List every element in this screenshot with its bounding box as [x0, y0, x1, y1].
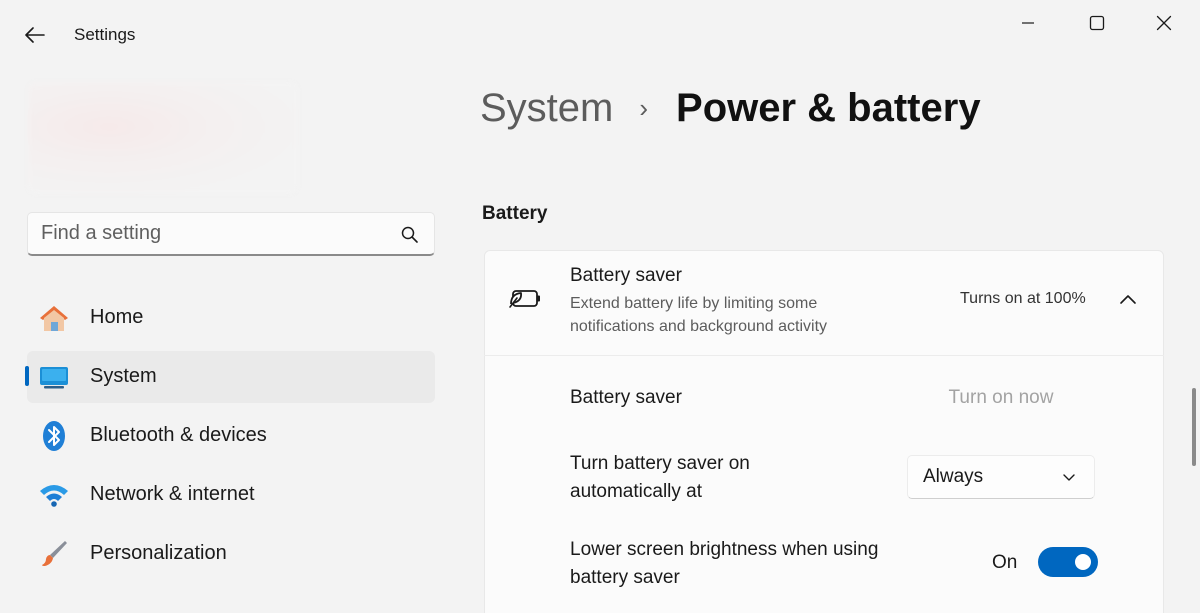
paintbrush-icon [37, 538, 71, 570]
sidebar-item-network[interactable]: Network & internet [27, 469, 435, 521]
section-title: Battery [482, 203, 548, 224]
toggle-knob [1075, 554, 1091, 570]
app-title: Settings [74, 25, 136, 44]
card-divider [484, 355, 1164, 356]
auto-battery-saver-label: Turn battery saver on automatically at [570, 453, 750, 502]
sidebar-item-home[interactable]: Home [27, 292, 435, 344]
close-icon [1156, 15, 1172, 31]
breadcrumb: System › Power & battery [480, 86, 981, 131]
scrollbar-thumb[interactable] [1192, 388, 1196, 466]
chevron-down-icon [1063, 474, 1075, 481]
auto-threshold-dropdown[interactable]: Always [907, 455, 1095, 499]
maximize-button[interactable] [1074, 8, 1120, 38]
sidebar-item-personalization[interactable]: Personalization [27, 528, 435, 580]
search-input[interactable] [41, 222, 381, 245]
battery-saver-description: Extend battery life by limiting some not… [570, 295, 828, 335]
chevron-up-icon[interactable] [1115, 288, 1141, 310]
lower-brightness-toggle[interactable] [1038, 547, 1098, 577]
title-bar: Settings [0, 0, 1200, 70]
sidebar-item-label: System [90, 365, 157, 387]
battery-saver-status: Turns on at 100% [960, 290, 1086, 307]
home-icon [37, 302, 71, 334]
minimize-button[interactable] [1005, 8, 1051, 38]
lower-brightness-label: Lower screen brightness when using batte… [570, 539, 879, 588]
search-icon[interactable] [400, 225, 420, 245]
dropdown-selected-value: Always [923, 466, 984, 487]
sidebar-item-bluetooth[interactable]: Bluetooth & devices [27, 410, 435, 462]
close-button[interactable] [1141, 8, 1187, 38]
sidebar-item-label: Network & internet [90, 483, 255, 505]
maximize-icon [1089, 15, 1105, 31]
sidebar-item-label: Home [90, 306, 144, 328]
battery-saver-icon [509, 290, 540, 308]
turn-on-now-button[interactable]: Turn on now [930, 383, 1072, 413]
battery-saver-row-label: Battery saver [570, 387, 682, 408]
minimize-icon [1022, 22, 1034, 24]
back-arrow-icon [25, 27, 45, 43]
wifi-icon [37, 479, 71, 511]
sidebar-item-label: Personalization [90, 542, 227, 564]
breadcrumb-separator: › [639, 93, 649, 123]
battery-saver-title: Battery saver [570, 265, 682, 286]
sidebar-item-system[interactable]: System [25, 351, 435, 403]
back-button[interactable] [18, 20, 52, 50]
selected-indicator [25, 366, 29, 386]
search-box[interactable] [27, 212, 435, 256]
system-display-icon [37, 361, 71, 393]
toggle-state-label: On [992, 552, 1018, 573]
blurred-user-profile [28, 82, 298, 194]
sidebar-item-label: Bluetooth & devices [90, 424, 267, 446]
page-title: Power & battery [676, 86, 981, 130]
bluetooth-icon [37, 420, 71, 452]
breadcrumb-parent[interactable]: System [480, 86, 614, 130]
